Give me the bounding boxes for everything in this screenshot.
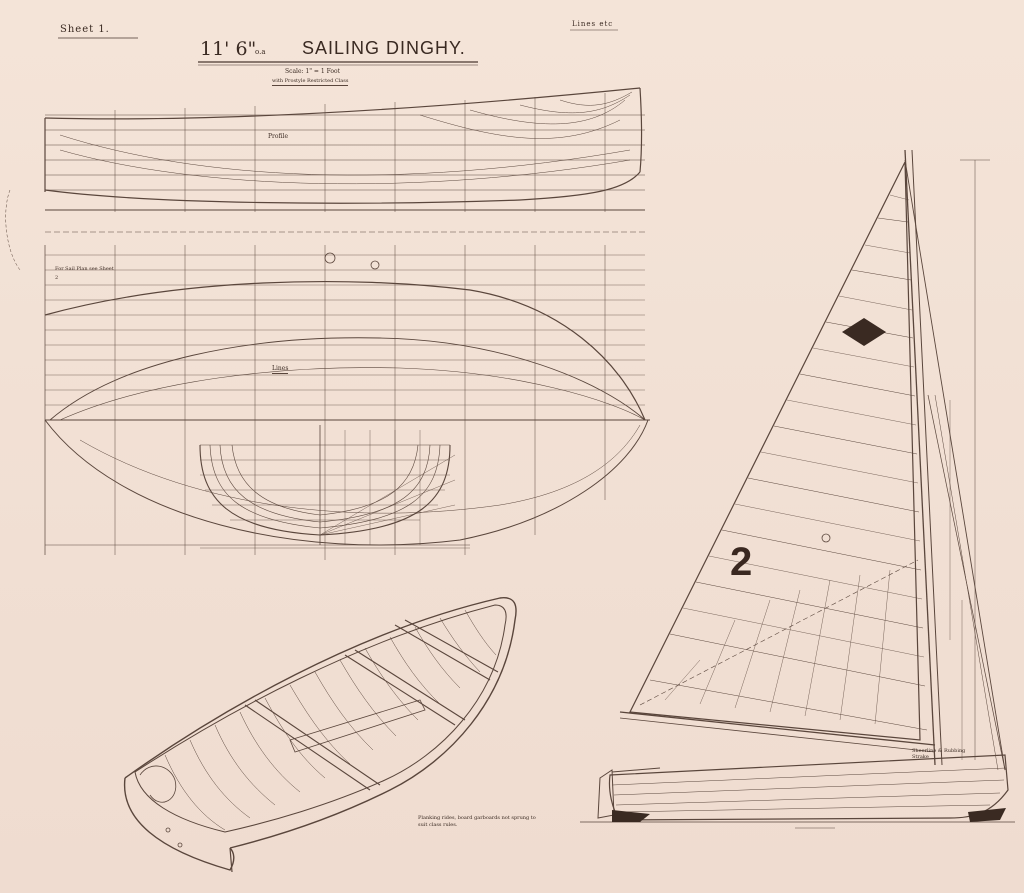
diamond-insignia-icon [842,318,886,346]
sheet-label: Sheet 1. [60,24,110,35]
planking-note: Planking rides, board garboards not spru… [418,815,536,828]
subtitle: with Prostyle Restricted Class [272,78,349,86]
dinghy-perspective [123,597,517,873]
scale-note: Scale: 1" = 1 Foot [285,68,341,75]
lines-label: Lines [272,365,289,374]
sail-plan [580,149,1015,829]
filled-marks [612,318,1006,822]
profile-label: Profile [268,133,288,140]
title-oa: o.a [255,48,266,56]
profile-view [44,87,645,233]
shelf-note: Sheerline & Rubbing Strake [912,748,966,760]
top-right-label: Lines etc [572,20,614,28]
sail-number: 2 [730,540,753,584]
page-title: SAILING DINGHY. [302,38,466,58]
body-plan-sections [199,425,456,545]
sail-plan-note: For Sail Plan see Sheet 2 [55,266,114,281]
half-breadth-plan [44,245,650,560]
title-size: 11' 6" [200,38,257,60]
title-rules [58,29,618,66]
